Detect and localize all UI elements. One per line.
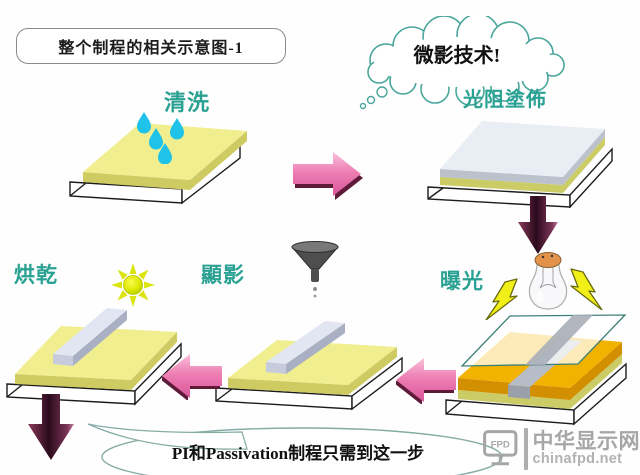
watermark: FPD 中华显示网 chinafpd.net: [482, 424, 640, 474]
resist-underlayer-front: [458, 390, 570, 409]
coated-substrate-illustration: [427, 121, 613, 208]
resist-right-edge: [563, 129, 605, 185]
slab-front-edge: [83, 172, 190, 190]
slab-top-face: [228, 340, 397, 385]
resist-line-top: [266, 321, 345, 364]
arrow-left-develop-bake: [162, 354, 222, 400]
glass-base: [215, 356, 403, 411]
callout-label: PI和Passivation制程只需到这一步: [171, 444, 425, 463]
baked-substrate-illustration: [6, 308, 182, 406]
slab-right-edge: [190, 131, 247, 190]
arrow-right: [293, 152, 363, 200]
unexposed-stripe-front: [508, 385, 530, 399]
fpd-monitor-icon: FPD: [483, 430, 518, 466]
step-label-clean: 清洗: [163, 90, 210, 115]
resist-line-cap: [266, 362, 286, 374]
thought-bubble-tail: [359, 86, 388, 110]
watermark-divider: [523, 428, 528, 470]
callout-tail: [87, 423, 248, 450]
bulb-cap: [534, 252, 562, 268]
exposed-right-edge: [570, 342, 622, 400]
slab-front-edge: [228, 378, 348, 395]
diagram-title-text: 整个制程的相关示意图-1: [58, 40, 244, 57]
glass-base: [445, 362, 627, 426]
fpd-badge-text: FPD: [491, 439, 510, 450]
clean-substrate-illustration: [69, 123, 247, 205]
arrow-down: [518, 196, 558, 254]
step-label-expose: 曝光: [440, 269, 484, 293]
resist-underlayer-front: [440, 177, 563, 193]
lightning-bolt-left-icon: [485, 278, 518, 320]
diagram-title: 整个制程的相关示意图-1: [16, 28, 286, 64]
resist-top-face: [440, 121, 605, 177]
resist-underlayer-right: [570, 354, 622, 409]
resist-line-cap: [53, 354, 73, 366]
glass-base: [6, 342, 182, 406]
slab-top-face: [15, 326, 177, 380]
thought-bubble-icon: [359, 16, 565, 110]
watermark-site-name: 中华显示网: [532, 429, 640, 453]
resist-front-edge: [440, 169, 563, 185]
arrow-left-expose-develop: [396, 358, 456, 404]
step-label-develop: 顯影: [201, 263, 245, 287]
exposure-substrate-illustration: [445, 314, 627, 426]
resist-line-top: [53, 308, 127, 356]
water-drops-icon: [137, 112, 184, 164]
arrow-down-final: [28, 394, 74, 460]
slab-right-edge: [131, 332, 177, 390]
resist-line-side: [286, 323, 345, 374]
step-label-bake: 烘乾: [14, 263, 58, 287]
funnel-icon: [290, 241, 340, 298]
slab-front-edge: [15, 374, 131, 390]
resist-line-side: [73, 310, 127, 366]
lightning-bolt-right-icon: [570, 268, 603, 310]
resist-underlayer-right: [563, 137, 605, 193]
sun-icon: [111, 263, 155, 307]
slab-right-edge: [348, 347, 397, 395]
light-bulb-icon: [528, 252, 568, 310]
bulb-filament: [539, 265, 557, 289]
mask-stripe: [525, 315, 593, 365]
callout-bubble: [87, 423, 503, 475]
watermark-site-url: chinafpd.net: [532, 451, 623, 468]
step-label-coat: 光阻塗佈: [463, 89, 547, 111]
developed-substrate-illustration: [215, 321, 403, 411]
thought-bubble-label: 微影技术!: [413, 45, 501, 67]
